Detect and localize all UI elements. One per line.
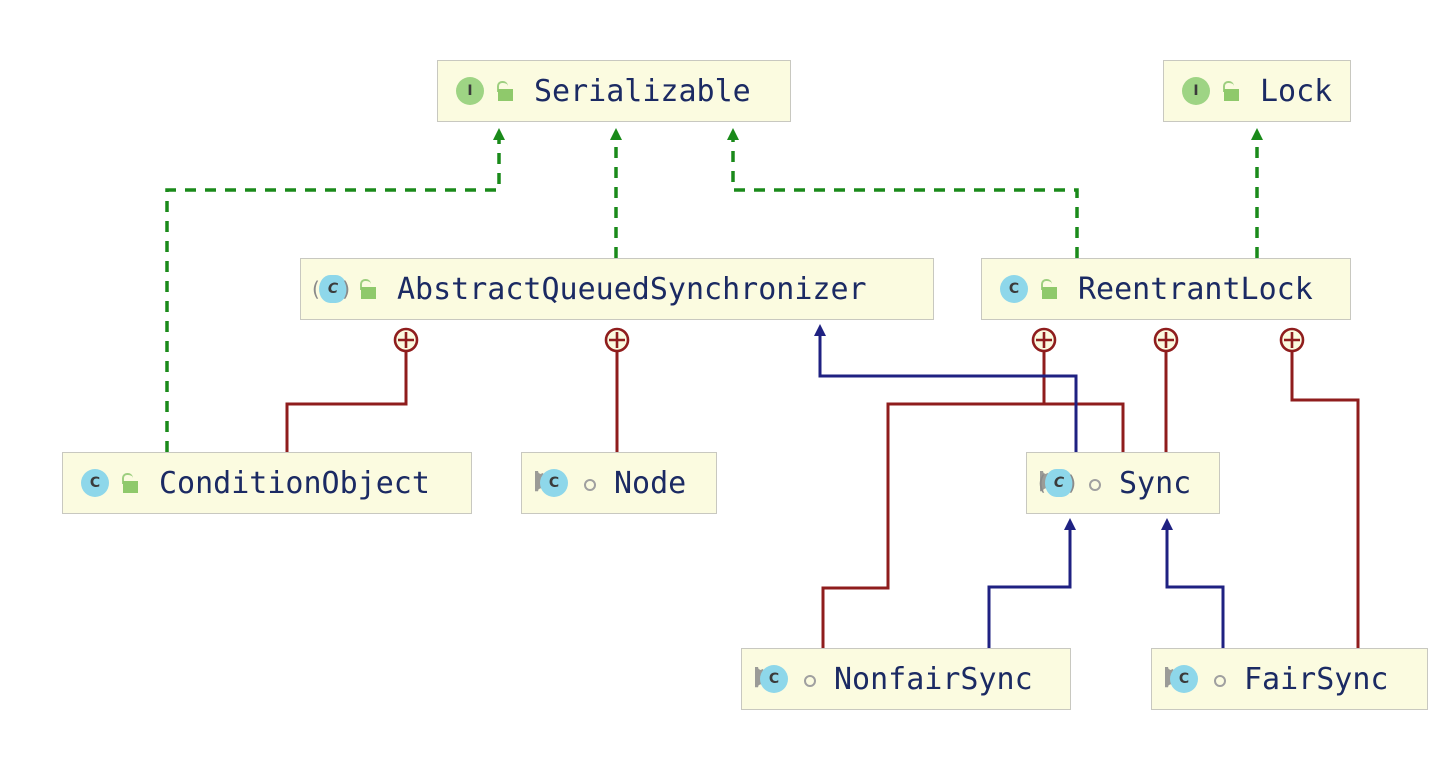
open-padlock-icon [494, 78, 518, 104]
edge-aqs-inner-node [604, 327, 630, 452]
class-node-label: AbstractQueuedSynchronizer [397, 271, 867, 307]
class-node-label: ConditionObject [159, 465, 430, 501]
class-node-label: Node [614, 465, 687, 501]
package-private-circle-icon [798, 666, 818, 692]
class-node-lock[interactable]: I Lock [1163, 60, 1351, 122]
open-padlock-icon [1220, 78, 1244, 104]
class-node-label: ReentrantLock [1078, 271, 1313, 307]
static-class-badge-icon: C [755, 663, 788, 695]
package-private-circle-icon [1083, 470, 1103, 496]
class-node-label: Serializable [534, 73, 751, 109]
edge-reentrantlock-implements-serializable [727, 128, 1079, 258]
open-padlock-icon [119, 470, 143, 496]
class-node-abstractqueuedsynchronizer[interactable]: ( C ) AbstractQueuedSynchronizer [300, 258, 934, 320]
edge-reentrantlock-inner-sync [1031, 327, 1125, 452]
abstract-static-class-badge-icon: ( C ) [1038, 469, 1076, 497]
interface-badge-icon: I [1178, 75, 1210, 107]
edge-fairsync-extends-sync [1161, 518, 1225, 648]
class-node-reentrantlock[interactable]: C ReentrantLock [981, 258, 1351, 320]
class-node-nonfairsync[interactable]: C NonfairSync [741, 648, 1071, 710]
package-private-circle-icon [1208, 666, 1228, 692]
class-node-node[interactable]: C Node [521, 452, 717, 514]
edge-sync-extends-aqs [814, 324, 1078, 452]
class-badge-icon: C [996, 273, 1028, 305]
class-badge-icon: C [77, 467, 109, 499]
interface-badge-icon: I [452, 75, 484, 107]
class-node-serializable[interactable]: I Serializable [437, 60, 791, 122]
class-node-label: FairSync [1244, 661, 1389, 697]
class-node-conditionobject[interactable]: C ConditionObject [62, 452, 472, 514]
class-node-label: Sync [1119, 465, 1192, 501]
class-node-label: Lock [1260, 73, 1333, 109]
class-node-label: NonfairSync [834, 661, 1033, 697]
edge-reentrantlock-inner-nonfairsync [821, 352, 1046, 648]
static-class-badge-icon: C [535, 467, 568, 499]
edge-nonfairsync-extends-sync [987, 518, 1076, 648]
open-padlock-icon [357, 276, 381, 302]
package-private-circle-icon [578, 470, 598, 496]
open-padlock-icon [1038, 276, 1062, 302]
class-node-fairsync[interactable]: C FairSync [1151, 648, 1428, 710]
edge-aqs-inner-conditionobject [285, 327, 419, 452]
edge-reentrantlock-inner-fairsync [1279, 327, 1360, 648]
abstract-class-badge-icon: ( C ) [312, 275, 350, 303]
static-class-badge-icon: C [1165, 663, 1198, 695]
class-node-sync[interactable]: ( C ) Sync [1026, 452, 1220, 514]
inner-class-marker-reentrantlock-middle [1153, 327, 1179, 452]
